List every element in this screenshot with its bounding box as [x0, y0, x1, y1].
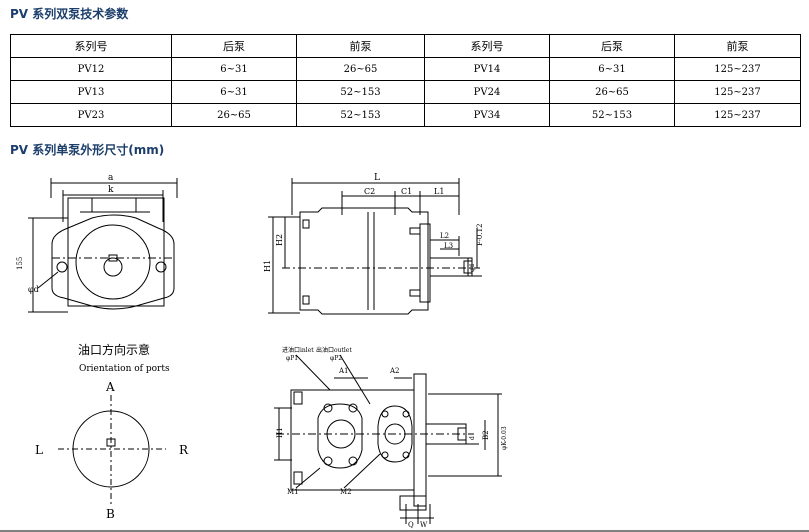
- dim-L3-label: L3: [444, 242, 453, 250]
- dim-E-label: F-0.12: [476, 224, 484, 247]
- table-cell: 52~153: [296, 103, 425, 127]
- table-cell: PV13: [10, 80, 172, 104]
- table-header-row: 系列号 后泵 前泵 系列号 后泵 前泵: [10, 34, 801, 58]
- dim-M2-label: M2: [340, 488, 352, 496]
- port-B-label: B: [106, 507, 115, 521]
- header-front-pump: 前泵: [296, 34, 425, 58]
- port-R-label: R: [179, 443, 189, 457]
- front-view: [28, 178, 178, 313]
- dim-height-label: 155: [16, 257, 24, 270]
- double-pump-heading: PV 系列双泵技术参数: [10, 7, 129, 21]
- dim-A2-label: A2: [389, 367, 400, 375]
- inlet-dia-label: φP1: [286, 355, 298, 362]
- orientation-title-en: Orientation of ports: [79, 364, 170, 374]
- dim-side-label: d: [469, 436, 476, 440]
- port-L-label: L: [35, 443, 43, 457]
- dim-a-label: a: [108, 173, 114, 183]
- outlet-dia-label: φP2: [330, 355, 342, 362]
- dim-C1-label: C1: [401, 187, 412, 196]
- dim-M1-label: M1: [287, 488, 299, 496]
- orientation-view: [58, 395, 166, 504]
- outlet-label: 出油口outlet: [316, 346, 352, 354]
- inlet-label: 进油口inlet: [282, 346, 314, 354]
- dim-W-label: W: [420, 521, 428, 529]
- table-cell: 6~31: [549, 57, 675, 81]
- header-series-2: 系列号: [424, 34, 550, 58]
- table-cell: 125~237: [674, 103, 801, 127]
- dim-L1-label: L1: [434, 187, 444, 196]
- table-cell: PV34: [424, 103, 550, 127]
- table-cell: PV23: [10, 103, 172, 127]
- table-row: PV23 26~65 52~153 PV34 52~153 125~237: [10, 103, 801, 127]
- header-series: 系列号: [10, 34, 172, 58]
- table-cell: 52~153: [549, 103, 675, 127]
- double-pump-spec-table: 系列号 后泵 前泵 系列号 后泵 前泵 PV12 6~31 26~65 PV14…: [10, 34, 801, 127]
- table-cell: 26~65: [171, 103, 297, 127]
- table-cell: 26~65: [549, 80, 675, 104]
- port-A-label: A: [105, 380, 115, 394]
- dim-L-label: L: [374, 173, 380, 183]
- single-pump-heading: PV 系列单泵外形尺寸(mm): [10, 143, 165, 157]
- dim-A1-label: A1: [338, 367, 349, 375]
- side-view: [268, 178, 482, 315]
- dim-k-label: k: [108, 185, 114, 195]
- table-cell: 6~31: [171, 57, 297, 81]
- dim-H2-label: H2: [275, 234, 284, 246]
- table-row: PV13 6~31 52~153 PV24 26~65 125~237: [10, 80, 801, 104]
- dim-B2-label: B2: [482, 430, 490, 440]
- table-cell: PV12: [10, 57, 172, 81]
- dim-port-H1-label: H1: [276, 427, 284, 438]
- table-cell: PV24: [424, 80, 550, 104]
- table-cell: 52~153: [296, 80, 425, 104]
- dim-C2-label: C2: [364, 187, 375, 196]
- dim-H1-label: H1: [263, 260, 272, 272]
- dim-Q-label: Q: [408, 521, 414, 529]
- dim-shaft-label: φd: [469, 264, 476, 272]
- dim-hole-label: φd: [28, 285, 39, 294]
- port-view: [274, 354, 502, 524]
- orientation-title-cn: 油口方向示意: [78, 342, 150, 357]
- dim-bore-label: φK-0.03: [501, 426, 508, 450]
- table-cell: PV14: [424, 57, 550, 81]
- table-row: PV12 6~31 26~65 PV14 6~31 125~237: [10, 57, 801, 81]
- dim-L2-label: L2: [440, 232, 449, 240]
